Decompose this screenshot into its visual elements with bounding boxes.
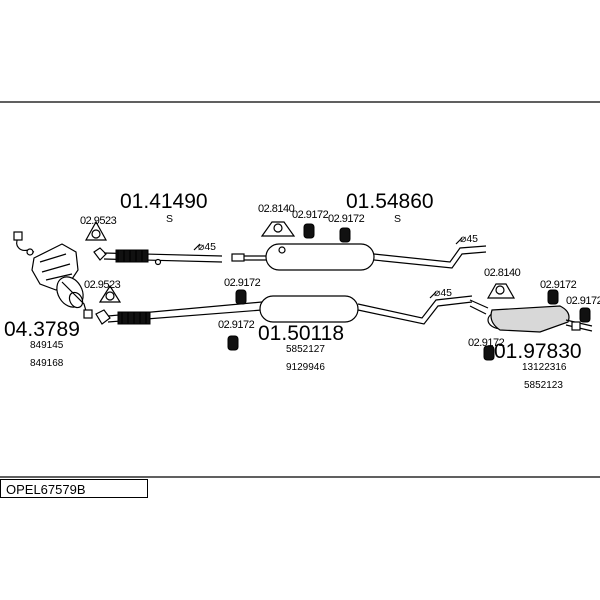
gasket-drawings [84, 220, 122, 303]
gasket-label-2: 02.9523 [84, 279, 121, 291]
hanger-label-4: 02.9172 [218, 319, 255, 331]
mount-label-2: 02.8140 [484, 267, 521, 279]
ref-rear-muffler-2: 5852123 [524, 380, 563, 391]
part-number-middle-pipe: 01.54860 [346, 190, 434, 213]
part-note-middle-pipe: S [394, 213, 401, 225]
part-number-front-pipe: 01.41490 [120, 190, 208, 213]
part-number-rear-muffler: 01.97830 [494, 340, 582, 363]
front-pipe-drawing [93, 247, 223, 266]
middle-pipe-drawing [231, 243, 487, 271]
ref-rear-muffler-1: 13122316 [522, 362, 567, 373]
part-number-center-pipe: 01.50118 [258, 322, 344, 345]
ref-center-pipe-1: 5852127 [286, 344, 325, 355]
catalog-code: OPEL67579B [6, 482, 86, 497]
diameter-markers [193, 237, 463, 299]
mount-drawings [260, 221, 516, 299]
ref-manifold-1: 849145 [30, 340, 64, 351]
hanger-label-5: 02.9172 [540, 279, 577, 291]
diameter-label-1: ⌀45 [198, 241, 216, 253]
part-number-manifold: 04.3789 [4, 318, 80, 341]
part-note-front-pipe: S [166, 213, 173, 225]
hanger-label-7: 02.9172 [468, 337, 505, 349]
diameter-label-3: ⌀45 [434, 287, 452, 299]
gasket-label-1: 02.9523 [80, 215, 117, 227]
hanger-label-1: 02.9172 [292, 209, 329, 221]
catalog-code-box: OPEL67579B [0, 479, 148, 498]
manifold-drawing [13, 231, 93, 319]
hanger-drawings [227, 223, 591, 361]
diameter-label-2: ⌀45 [460, 233, 478, 245]
center-pipe-drawing [95, 295, 473, 325]
hanger-label-3: 02.9172 [224, 277, 261, 289]
mount-label-1: 02.8140 [258, 203, 295, 215]
hanger-label-2: 02.9172 [328, 213, 365, 225]
hanger-label-6: 02.9172 [566, 295, 600, 307]
ref-center-pipe-2: 9129946 [286, 362, 325, 373]
ref-manifold-2: 849168 [30, 358, 64, 369]
rear-muffler-drawing [469, 299, 593, 333]
